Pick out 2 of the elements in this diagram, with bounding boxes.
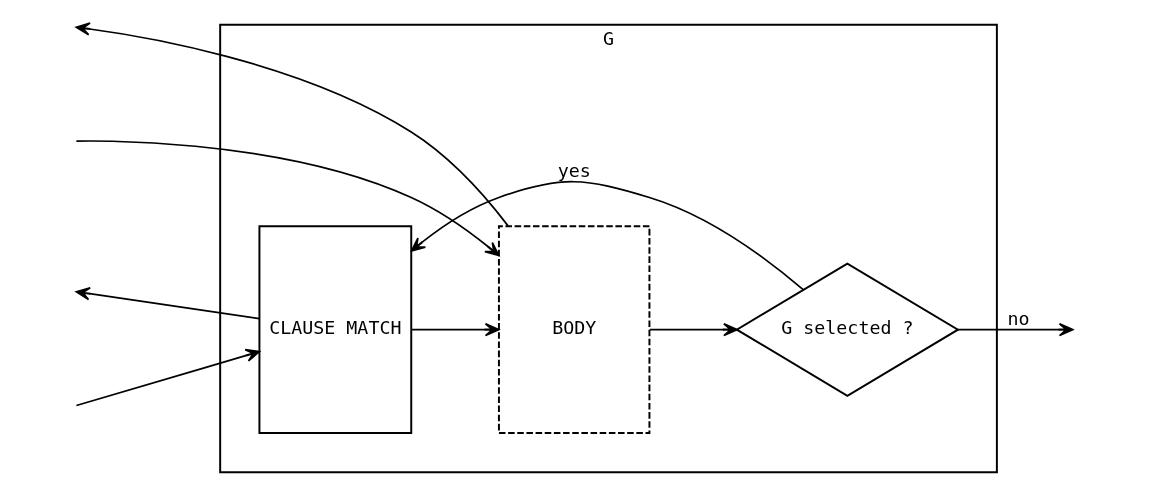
edge-label: yes [557,159,591,181]
edge-label: no [1007,307,1030,329]
